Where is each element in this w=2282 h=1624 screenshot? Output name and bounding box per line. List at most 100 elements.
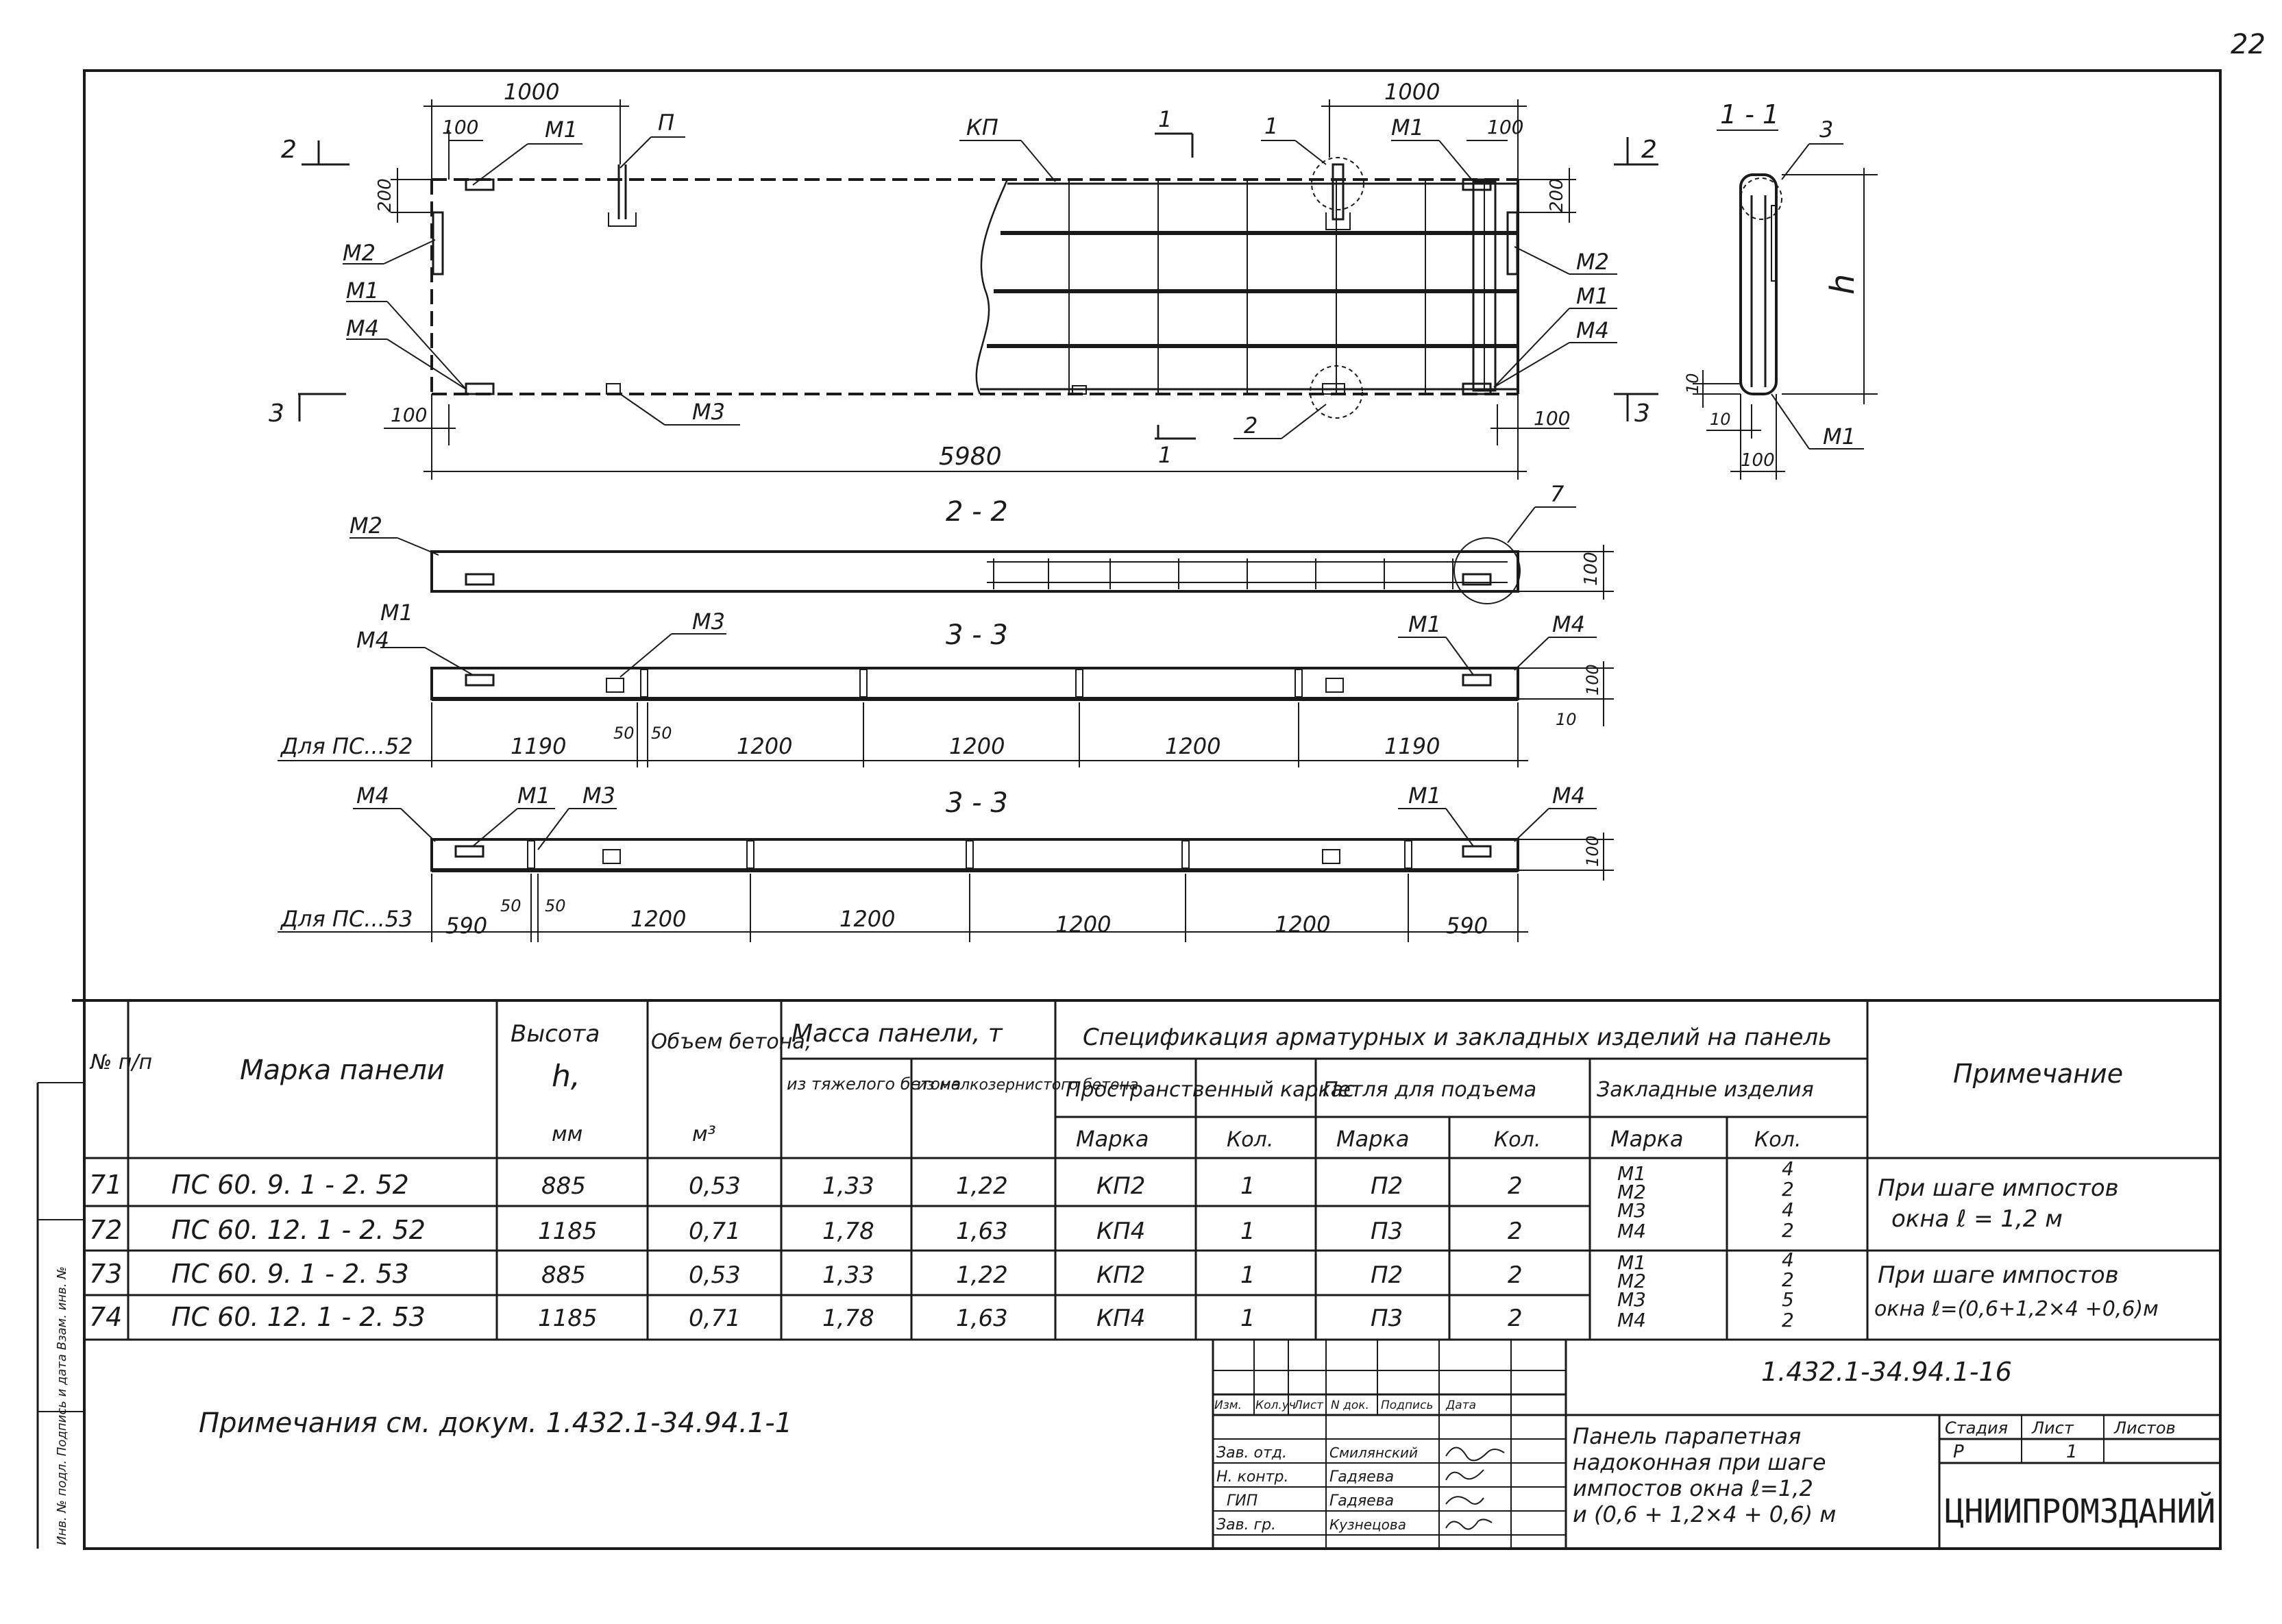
svg-text:0,53: 0,53 xyxy=(689,1172,741,1200)
svg-text:4: 4 xyxy=(1782,1157,1794,1180)
sheet-frame xyxy=(83,69,2222,1550)
hdr-volume: Объем бетона, xyxy=(651,1030,811,1054)
svg-text:h: h xyxy=(1824,274,1862,295)
svg-text:М3: М3 xyxy=(1617,1199,1646,1222)
svg-text:10: 10 xyxy=(1683,373,1702,394)
svg-text:50: 50 xyxy=(545,896,566,915)
embed-group: М1 М2 М3 М4 4 2 4 2 При шаге импостов ок… xyxy=(1617,1157,2119,1242)
svg-text:Гадяева: Гадяева xyxy=(1329,1468,1394,1486)
cut-3-right: 3 xyxy=(1634,399,1650,428)
svg-text:1190: 1190 xyxy=(511,733,566,759)
svg-text:100: 100 xyxy=(1581,552,1602,586)
svg-text:1,33: 1,33 xyxy=(822,1172,874,1200)
svg-text:М4: М4 xyxy=(356,627,389,653)
svg-text:Закладные изделия: Закладные изделия xyxy=(1597,1078,1814,1102)
svg-text:2: 2 xyxy=(1508,1172,1523,1200)
org-name: ЦНИИПРОМЗДАНИЙ xyxy=(1945,1492,2216,1531)
svg-text:П3: П3 xyxy=(1371,1305,1403,1332)
svg-text:2: 2 xyxy=(1782,1219,1794,1242)
sheet-number: 22 xyxy=(2231,29,2266,60)
svg-text:1: 1 xyxy=(2066,1442,2078,1462)
svg-text:2: 2 xyxy=(1508,1218,1523,1245)
svg-text:М1: М1 xyxy=(517,783,550,809)
svg-text:1200: 1200 xyxy=(1165,733,1220,759)
svg-text:Пространственный каркас: Пространственный каркас xyxy=(1066,1078,1355,1102)
callout-1: 1 xyxy=(1264,113,1278,139)
svg-text:окна ℓ = 1,2 м: окна ℓ = 1,2 м xyxy=(1891,1205,2063,1233)
dim-100-right-top: 100 xyxy=(1487,116,1523,138)
svg-text:М3: М3 xyxy=(1617,1288,1646,1311)
svg-text:надоконная при шаге: надоконная при шаге xyxy=(1573,1449,1826,1475)
svg-text:Инв. № подл. Подпись и дата: Инв. № подл. Подпись и дата Взам. инв. № xyxy=(55,1266,69,1545)
svg-text:590: 590 xyxy=(1446,913,1488,939)
hdr-height: Высота xyxy=(511,1020,600,1048)
signature xyxy=(1445,1469,1484,1481)
cut-3-left: 3 xyxy=(269,399,284,428)
svg-text:1,22: 1,22 xyxy=(956,1262,1008,1289)
svg-text:Марка: Марка xyxy=(1076,1126,1149,1152)
label-m1-right: М1 xyxy=(1576,283,1609,309)
svg-text:50: 50 xyxy=(651,724,672,743)
svg-text:3 - 3: 3 - 3 xyxy=(946,619,1008,651)
svg-text:1 - 1: 1 - 1 xyxy=(1720,99,1779,130)
svg-text:0,71: 0,71 xyxy=(689,1218,741,1245)
svg-text:и (0,6 + 1,2×4 + 0,6) м: и (0,6 + 1,2×4 + 0,6) м xyxy=(1573,1501,1836,1527)
dim-200-right: 200 xyxy=(1547,178,1567,212)
dim-100-left-top: 100 xyxy=(442,116,478,138)
signature xyxy=(1445,1447,1505,1462)
svg-text:М3: М3 xyxy=(582,783,615,809)
svg-text:2: 2 xyxy=(1782,1178,1794,1201)
svg-text:1: 1 xyxy=(1240,1262,1255,1289)
hdr-mass: Масса панели, т xyxy=(792,1020,1003,1048)
hdr-num: № п/п xyxy=(89,1050,152,1074)
svg-text:1: 1 xyxy=(1240,1172,1255,1200)
cut-1-top: 1 xyxy=(1158,106,1172,132)
svg-text:0,53: 0,53 xyxy=(689,1262,741,1289)
svg-text:КП2: КП2 xyxy=(1096,1172,1145,1200)
svg-text:Стадия: Стадия xyxy=(1945,1418,2008,1438)
svg-text:Кол.: Кол. xyxy=(1754,1128,1801,1152)
svg-text:2 - 2: 2 - 2 xyxy=(946,496,1008,528)
svg-text:1: 1 xyxy=(1240,1218,1255,1245)
svg-text:885: 885 xyxy=(541,1262,586,1289)
svg-text:1200: 1200 xyxy=(1055,911,1111,937)
side-stamp: Инв. № подл. Подпись и дата Взам. инв. № xyxy=(36,1082,84,1549)
svg-text:М4: М4 xyxy=(1617,1309,1646,1331)
svg-text:КП4: КП4 xyxy=(1096,1218,1145,1245)
svg-text:из тяжелого бетона: из тяжелого бетона xyxy=(787,1074,961,1094)
svg-text:ГИП: ГИП xyxy=(1227,1492,1257,1510)
svg-text:Лист: Лист xyxy=(2031,1418,2074,1438)
svg-text:1190: 1190 xyxy=(1384,733,1440,759)
label-m4-right: М4 xyxy=(1576,317,1609,343)
svg-text:ПС 60. 9. 1 - 2. 53: ПС 60. 9. 1 - 2. 53 xyxy=(171,1259,409,1289)
svg-text:4: 4 xyxy=(1782,1248,1794,1271)
svg-text:73: 73 xyxy=(89,1259,122,1289)
dim-100-right-bottom: 100 xyxy=(1534,407,1570,430)
svg-text:1,63: 1,63 xyxy=(956,1305,1008,1332)
notes-line: Примечания см. докум. 1.432.1-34.94.1-1 xyxy=(199,1407,792,1439)
label-kp: КП xyxy=(966,114,998,140)
svg-text:При шаге импостов: При шаге импостов xyxy=(1878,1174,2119,1202)
spec-table: № п/п Марка панели Высота h, мм Объем бе… xyxy=(84,1000,2220,1341)
plan-view: 1000 100 1000 100 200 200 100 100 5980 xyxy=(269,79,1658,480)
dim-100-left-bottom: 100 xyxy=(391,404,427,426)
svg-text:N док.: N док. xyxy=(1331,1399,1369,1412)
svg-text:1185: 1185 xyxy=(538,1218,598,1245)
svg-text:импостов окна ℓ=1,2: импостов окна ℓ=1,2 xyxy=(1573,1475,1813,1501)
svg-text:1200: 1200 xyxy=(630,906,686,932)
svg-text:М1: М1 xyxy=(1823,423,1856,450)
svg-text:885: 885 xyxy=(541,1172,586,1200)
svg-text:0,71: 0,71 xyxy=(689,1305,741,1332)
dim-1000-left: 1000 xyxy=(504,79,559,105)
table-row: 73 ПС 60. 9. 1 - 2. 53 885 0,53 1,33 1,2… xyxy=(89,1259,1523,1289)
label-m2-right: М2 xyxy=(1576,249,1609,275)
svg-text:Зав. отд.: Зав. отд. xyxy=(1216,1444,1287,1462)
svg-text:Для ПС...52: Для ПС...52 xyxy=(280,733,413,759)
embed-group: М1 М2 М3 М4 4 2 5 2 При шаге импостов ок… xyxy=(1617,1248,2159,1331)
svg-text:1,78: 1,78 xyxy=(822,1305,874,1332)
svg-text:1200: 1200 xyxy=(737,733,792,759)
svg-text:М1: М1 xyxy=(1408,783,1441,809)
svg-text:М4: М4 xyxy=(356,783,389,809)
svg-text:4: 4 xyxy=(1782,1198,1794,1221)
